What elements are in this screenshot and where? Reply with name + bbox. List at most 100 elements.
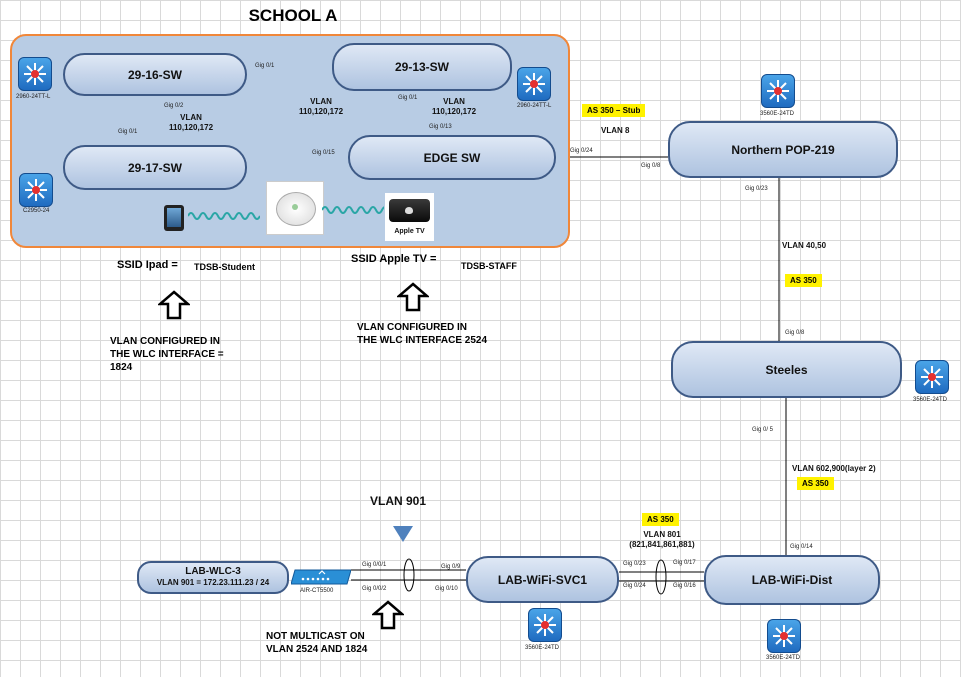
note-line: VLAN 2524 AND 1824 xyxy=(266,644,368,655)
wireless-signal-icon xyxy=(322,206,384,214)
switch-icon xyxy=(18,57,52,91)
as-350-badge: AS 350 xyxy=(797,477,834,490)
switch-29-16-label: 29-16-SW xyxy=(127,67,183,82)
edge-switch-label: EDGE SW xyxy=(423,150,481,165)
ssid-apple-tv-label: SSID Apple TV = xyxy=(351,253,437,265)
port-label: Gig 0/ 5 xyxy=(752,427,774,433)
up-arrow-icon xyxy=(395,282,431,312)
lab-wlc-3-vlan: VLAN 901 = 172.23.111.23 / 24 xyxy=(156,578,270,587)
device-model-label: 3560E-24TD xyxy=(913,397,948,403)
vlan-801-title: VLAN 801 xyxy=(643,530,681,539)
port-label: Gig 0/10 xyxy=(435,586,458,592)
lab-wifi-svc1-label: LAB-WiFi-SVC1 xyxy=(497,572,588,587)
port-label: Gig 0/1 xyxy=(118,129,138,135)
note-line: NOT MULTICAST ON xyxy=(266,631,365,642)
switch-29-17[interactable]: 29-17-SW xyxy=(63,145,247,190)
access-point-icon xyxy=(266,181,324,235)
lab-wlc-3[interactable]: LAB-WLC-3 VLAN 901 = 172.23.111.23 / 24 xyxy=(137,561,289,594)
lab-wifi-dist[interactable]: LAB-WiFi-Dist xyxy=(704,555,880,605)
switch-29-13-label: 29-13-SW xyxy=(394,60,450,74)
device-model-label: 2960-24TT-L xyxy=(517,103,552,109)
vlan-label-ids: 110,120,172 xyxy=(168,123,214,132)
switch-29-16[interactable]: 29-16-SW xyxy=(63,53,247,96)
ssid-ipad-label: SSID Ipad = xyxy=(117,259,178,271)
steeles-switch[interactable]: Steeles xyxy=(671,341,902,398)
northern-pop-219-label: Northern POP-219 xyxy=(731,142,835,157)
switch-29-13[interactable]: 29-13-SW xyxy=(332,43,512,91)
vlan-901-label: VLAN 901 xyxy=(370,494,427,508)
device-model-label: C2950-24 xyxy=(23,208,50,214)
wlc-interface-note-2524: VLAN CONFIGURED IN THE WLC INTERFACE 252… xyxy=(357,321,487,347)
switch-icon xyxy=(767,619,801,653)
as-350-badge: AS 350 xyxy=(785,274,822,287)
device-model-label: 2960-24TT-L xyxy=(16,94,51,100)
note-line: VLAN CONFIGURED IN xyxy=(110,336,220,347)
port-label: Gig 0/24 xyxy=(623,583,646,589)
port-label: Gig 0/13 xyxy=(429,124,452,130)
edge-switch[interactable]: EDGE SW xyxy=(348,135,556,180)
vlan-801-ids: (821,841,861,881) xyxy=(629,540,695,549)
apple-tv-icon: Apple TV xyxy=(385,193,434,241)
vlan-801-label: VLAN 801(821,841,861,881) xyxy=(622,530,702,550)
wireless-controller-icon xyxy=(290,566,352,586)
port-label: Gig 0/2 xyxy=(164,103,184,109)
device-model-label: 3560E-24TD xyxy=(766,655,801,661)
port-label: Gig 0/14 xyxy=(790,544,813,550)
vlan-602-label: VLAN 602,900(layer 2) xyxy=(792,464,876,473)
port-label: Gig 0/23 xyxy=(623,561,646,567)
northern-pop-219[interactable]: Northern POP-219 xyxy=(668,121,898,178)
switch-icon xyxy=(517,67,551,101)
vlan-label-title: VLAN xyxy=(443,97,465,106)
as-stub-badge: AS 350 – Stub xyxy=(582,104,646,117)
switch-icon xyxy=(19,173,53,207)
vlan-40-50-label: VLAN 40,50 xyxy=(782,241,827,250)
note-line: THE WLC INTERFACE = xyxy=(110,349,224,360)
vlan-label-title: VLAN xyxy=(180,113,202,122)
ssid-apple-tv-value: TDSB-STAFF xyxy=(461,261,517,271)
vlan-label-title: VLAN xyxy=(310,97,332,106)
controller-model-label: AIR-CT5500 xyxy=(300,588,334,594)
wireless-signal-icon xyxy=(188,212,260,220)
switch-29-17-label: 29-17-SW xyxy=(127,160,183,175)
etherchannel-ring-2 xyxy=(655,559,667,595)
school-title: SCHOOL A xyxy=(248,6,338,25)
lab-wifi-dist-label: LAB-WiFi-Dist xyxy=(751,573,833,587)
port-label: Gig 0/24 xyxy=(570,148,593,154)
switch-icon xyxy=(761,74,795,108)
multicast-note: NOT MULTICAST ON VLAN 2524 AND 1824 xyxy=(266,630,367,656)
wlc-interface-note-1824: VLAN CONFIGURED IN THE WLC INTERFACE = 1… xyxy=(110,335,224,374)
vlan-label-ids: 110,120,172 xyxy=(298,107,344,116)
port-label: Gig 0/9 xyxy=(441,564,461,570)
note-line: THE WLC INTERFACE 2524 xyxy=(357,335,488,346)
note-line: 1824 xyxy=(110,362,133,373)
switch-icon xyxy=(528,608,562,642)
port-label: Gig 0/16 xyxy=(673,583,696,589)
port-label: Gig 0/0/2 xyxy=(362,586,387,592)
steeles-switch-label: Steeles xyxy=(765,362,808,377)
note-line: VLAN CONFIGURED IN xyxy=(357,322,467,333)
ssid-ipad-value: TDSB-Student xyxy=(194,262,255,272)
vlan-label-ids: 110,120,172 xyxy=(431,107,477,116)
port-label: Gig 0/0/1 xyxy=(362,562,387,568)
apple-tv-label: Apple TV xyxy=(394,228,425,235)
port-label: Gig 0/8 xyxy=(785,330,805,336)
as-350-badge: AS 350 xyxy=(642,513,679,526)
up-arrow-icon xyxy=(370,600,406,630)
lab-wifi-svc1[interactable]: LAB-WiFi-SVC1 xyxy=(466,556,619,603)
switch-icon xyxy=(915,360,949,394)
port-label: Gig 0/8 xyxy=(641,163,661,169)
ipad-icon xyxy=(164,205,184,231)
port-label: Gig 0/1 xyxy=(398,95,418,101)
port-label: Gig 0/15 xyxy=(312,150,335,156)
device-model-label: 3560E-24TD xyxy=(525,645,560,651)
lab-wlc-3-name: LAB-WLC-3 xyxy=(185,566,241,577)
vlan-8-label: VLAN 8 xyxy=(601,126,630,135)
device-model-label: 3560E-24TD xyxy=(760,111,795,117)
down-arrow-icon xyxy=(393,526,413,546)
port-label: Gig 0/17 xyxy=(673,560,696,566)
etherchannel-ring-1 xyxy=(403,558,415,592)
up-arrow-icon xyxy=(156,290,192,320)
